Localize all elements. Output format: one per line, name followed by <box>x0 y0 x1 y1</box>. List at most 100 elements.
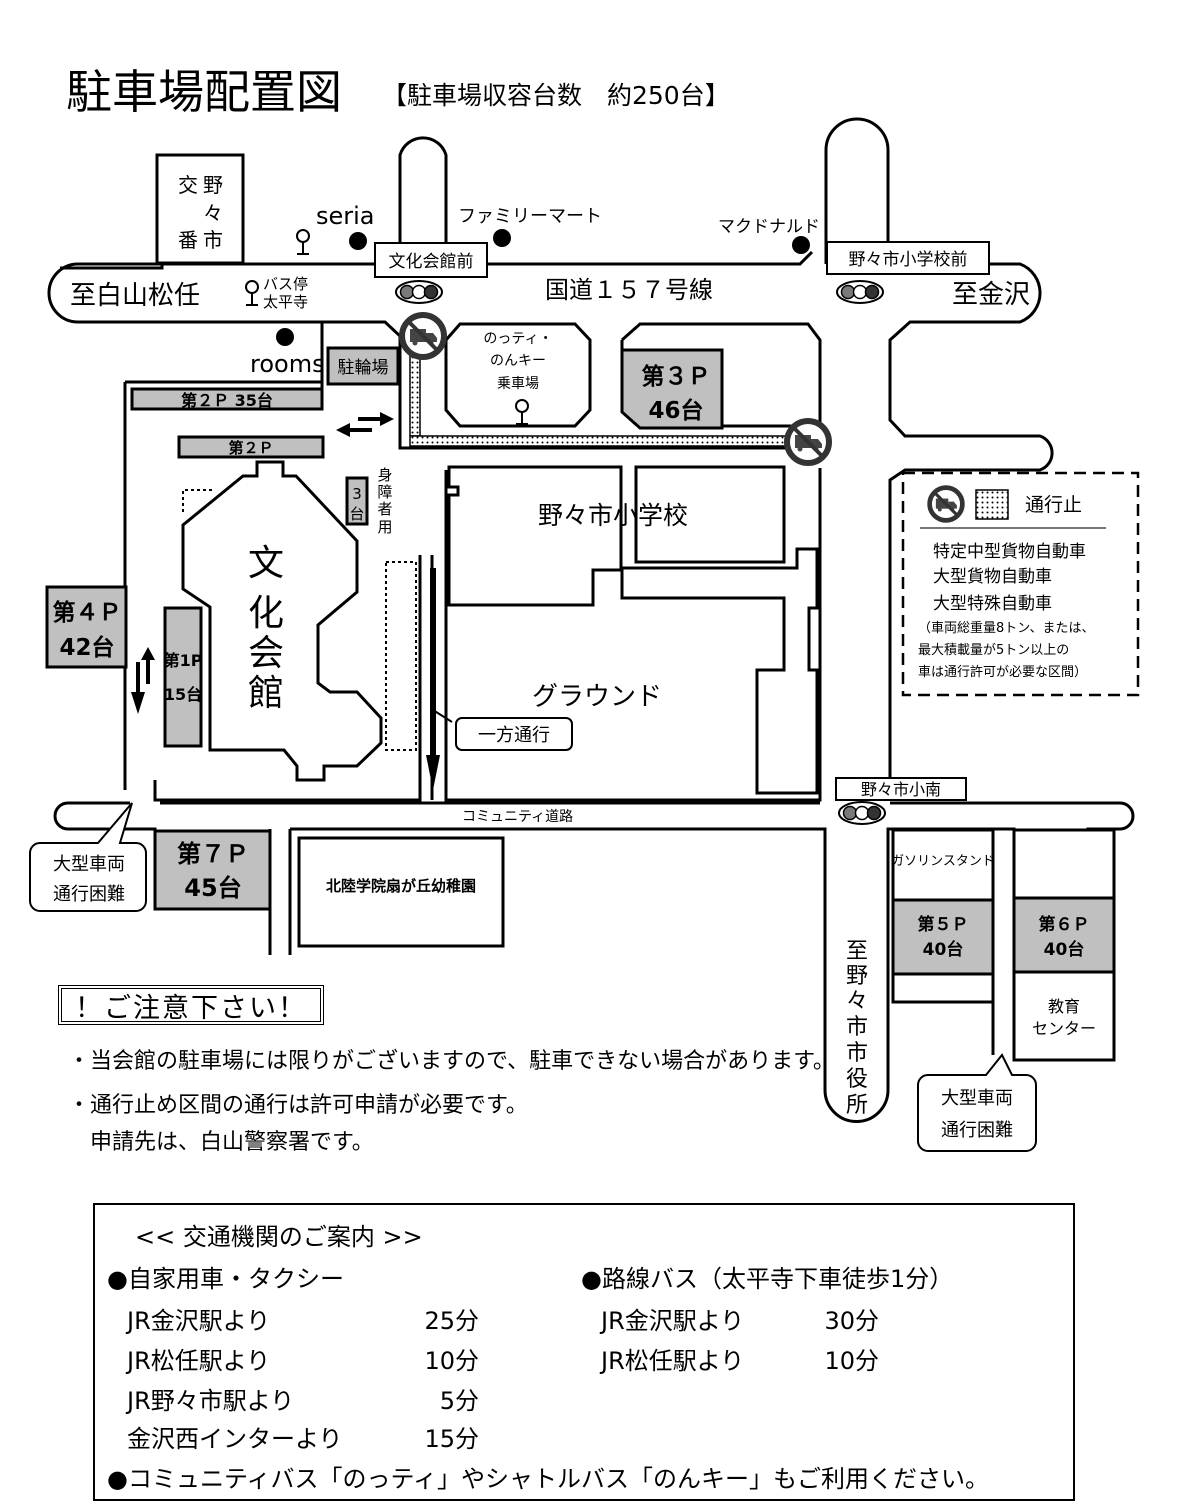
elementary-school: 野々市小学校 <box>447 465 819 795</box>
bus-stop-icon <box>515 399 529 425</box>
svg-text:45台: 45台 <box>184 874 241 902</box>
svg-text:最大積載量が5トン以上の: 最大積載量が5トン以上の <box>918 643 1069 658</box>
dotted-area <box>385 561 417 751</box>
svg-text:乗車場: 乗車場 <box>497 375 539 392</box>
car-route-minutes: 10分 <box>424 1347 479 1375</box>
parking-lot-2-35[interactable]: 第２Ｐ 35台 <box>130 387 324 411</box>
one-way-arrow-icon <box>426 568 440 790</box>
car-section-title: ●自家用車・タクシー <box>107 1265 344 1293</box>
no-truck-sign-icon <box>402 315 444 357</box>
rooms-label: rooms <box>250 350 325 378</box>
bicycle-parking: 駐輪場 <box>326 346 400 386</box>
svg-text:駐輪場: 駐輪場 <box>338 358 389 378</box>
transport-guide: << 交通機関のご案内 >> ●自家用車・タクシー JR金沢駅より 25分 JR… <box>93 1203 1075 1501</box>
bus-stop-icon <box>245 280 259 306</box>
svg-text:館: 館 <box>248 673 284 714</box>
svg-text:市: 市 <box>203 228 223 252</box>
ground-label: グラウンド <box>532 682 662 712</box>
familymart-marker <box>493 229 511 247</box>
svg-text:40台: 40台 <box>923 939 964 960</box>
bus-route-from: JR金沢駅より <box>601 1307 745 1335</box>
svg-text:野: 野 <box>203 173 223 197</box>
notice-line: ・当会館の駐車場には限りがございますので、駐車できない場合があります。 <box>68 1049 835 1074</box>
disabled-parking[interactable]: 3 台 <box>345 476 369 526</box>
no-truck-sign-icon <box>787 421 829 463</box>
svg-text:通行困難: 通行困難 <box>941 1120 1013 1141</box>
svg-text:センター: センター <box>1032 1019 1096 1038</box>
transport-heading: << 交通機関のご案内 >> <box>135 1223 423 1251</box>
bus-stop-icon <box>296 229 310 255</box>
bus-route-from: JR松任駅より <box>601 1347 745 1375</box>
svg-text:3: 3 <box>352 485 362 503</box>
bus-section-title: ●路線バス（太平寺下車徒歩1分） <box>581 1265 954 1293</box>
svg-text:第２Ｐ 35台: 第２Ｐ 35台 <box>181 391 273 410</box>
svg-text:用: 用 <box>377 518 392 536</box>
parking-lot-7[interactable]: 第７Ｐ 45台 <box>153 829 272 911</box>
gas-station: ガソリンスタンド <box>891 828 995 902</box>
intersection-nonoichi-elementary-south: 野々市小南 <box>835 777 967 801</box>
svg-text:第４Ｐ: 第４Ｐ <box>53 599 122 626</box>
svg-text:市: 市 <box>846 1015 868 1040</box>
closed-section-horizontal <box>409 435 795 447</box>
svg-text:大型車両: 大型車両 <box>941 1088 1013 1109</box>
direction-east: 至金沢 <box>952 280 1030 310</box>
svg-text:会: 会 <box>248 633 284 674</box>
svg-text:のんキー: のんキー <box>490 353 546 369</box>
mcdonalds-marker <box>792 236 810 254</box>
culture-hall-building: 文 化 会 館 <box>181 460 383 782</box>
svg-text:野々市小南: 野々市小南 <box>861 780 941 799</box>
road-closure-legend: 通行止 特定中型貨物自動車 大型貨物自動車 大型特殊自動車 （車両総重量8トン、… <box>901 471 1140 697</box>
disabled-parking-label: 身 障 者 用 <box>377 466 392 536</box>
familymart-label: ファミリーマート <box>458 206 602 227</box>
parking-lot-2[interactable]: 第２Ｐ <box>177 435 325 459</box>
direction-south: 至 野 々 市 市 役 所 <box>846 939 868 1118</box>
svg-text:北陸学院扇が丘幼稚園: 北陸学院扇が丘幼稚園 <box>326 877 476 895</box>
svg-text:野々市小学校前: 野々市小学校前 <box>849 250 968 270</box>
traffic-signal-icon <box>838 801 886 825</box>
svg-text:文: 文 <box>248 543 284 584</box>
parking-lot-4[interactable]: 第４Ｐ 42台 <box>45 585 128 669</box>
svg-text:第６Ｐ: 第６Ｐ <box>1039 914 1090 935</box>
two-way-arrows-icon <box>336 412 394 437</box>
svg-text:教育: 教育 <box>1048 997 1080 1016</box>
two-way-arrows-vertical-icon <box>131 647 155 714</box>
seria-marker <box>349 232 367 250</box>
svg-text:役: 役 <box>846 1067 868 1092</box>
svg-text:のっティ・: のっティ・ <box>483 331 552 347</box>
car-route-from: 金沢西インターより <box>127 1425 343 1453</box>
svg-text:42台: 42台 <box>59 634 114 661</box>
svg-text:一方通行: 一方通行 <box>478 725 550 746</box>
svg-text:通行困難: 通行困難 <box>53 884 125 905</box>
svg-text:者: 者 <box>377 500 392 518</box>
svg-text:々: 々 <box>203 201 223 225</box>
parking-lot-3[interactable]: 第３Ｐ 46台 <box>620 348 724 430</box>
education-center: 教育 センター <box>1012 970 1116 1062</box>
parking-lot-5[interactable]: 第５Ｐ 40台 <box>891 898 995 976</box>
car-route-from: JR松任駅より <box>127 1347 271 1375</box>
notice-line: ・通行止め区間の通行は許可申請が必要です。 <box>68 1093 528 1118</box>
closed-section-pattern-icon <box>975 489 1009 520</box>
seria-label: seria <box>316 202 375 230</box>
svg-text:40台: 40台 <box>1044 939 1085 960</box>
svg-text:至: 至 <box>846 939 868 964</box>
parking-lot-6[interactable]: 第６Ｐ 40台 <box>1012 896 1116 974</box>
no-truck-sign-icon <box>930 488 963 521</box>
intersection-bunka-kaikan-mae: 文化会館前 <box>374 242 488 278</box>
traffic-signal-icon <box>395 280 443 304</box>
svg-text:化: 化 <box>248 593 284 634</box>
svg-text:野: 野 <box>846 964 868 989</box>
bus-route-minutes: 10分 <box>824 1347 879 1375</box>
svg-text:特定中型貨物自動車: 特定中型貨物自動車 <box>933 542 1086 562</box>
intersection-nonoichi-elementary-mae: 野々市小学校前 <box>826 241 990 275</box>
large-vehicle-warning-right: 大型車両 通行困難 <box>917 1053 1037 1152</box>
community-road-label: コミュニティ道路 <box>462 809 573 825</box>
car-route-minutes: 5分 <box>439 1387 479 1415</box>
svg-text:大型特殊自動車: 大型特殊自動車 <box>933 594 1052 614</box>
rooms-marker <box>276 328 294 346</box>
svg-text:文化会館前: 文化会館前 <box>389 252 474 272</box>
svg-text:車は通行許可が必要な区間）: 車は通行許可が必要な区間） <box>918 665 1087 680</box>
parking-lot-1[interactable]: 第1P 15台 <box>163 606 203 748</box>
car-route-minutes: 15分 <box>424 1425 479 1453</box>
traffic-signal-icon <box>836 280 884 304</box>
